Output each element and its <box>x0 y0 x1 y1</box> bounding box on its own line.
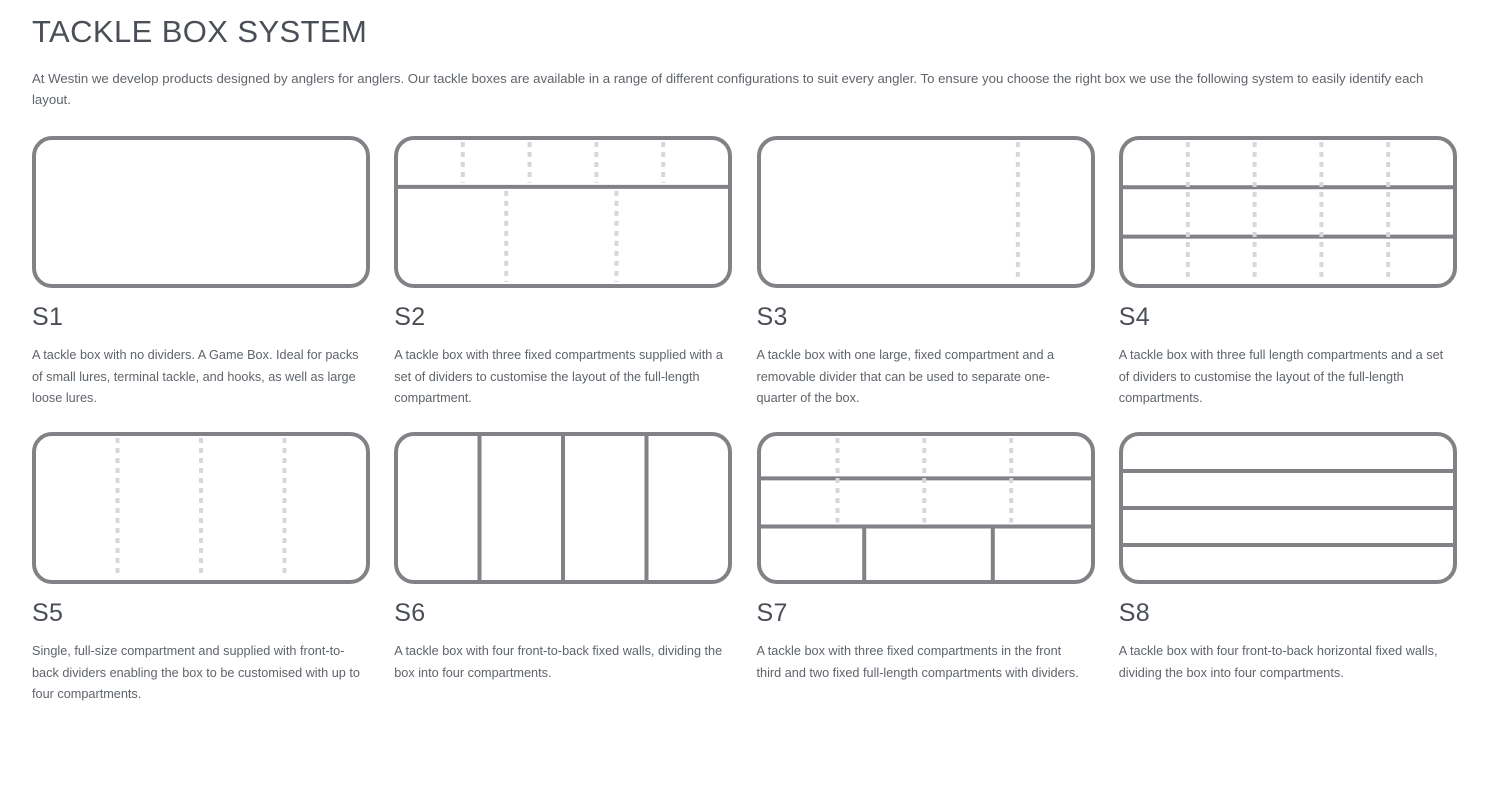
page-container: TACKLE BOX SYSTEM At Westin we develop p… <box>32 14 1460 706</box>
tackle-box-code-s6: S6 <box>394 598 426 627</box>
tackle-box-diagram-s4 <box>1118 135 1457 288</box>
tackle-box-card-s2: S2 A tackle box with three fixed compartm… <box>394 135 735 410</box>
tackle-box-diagram-s8 <box>1118 431 1457 584</box>
tackle-box-code-s5: S5 <box>32 598 64 627</box>
page-title: TACKLE BOX SYSTEM <box>32 14 368 49</box>
tackle-box-card-s6: S6 A tackle box with four front-to-back f… <box>394 431 735 706</box>
tackle-box-description-s6: A tackle box with four front-to-back fix… <box>394 644 723 680</box>
tackle-box-description-s3: A tackle box with one large, fixed compa… <box>756 348 1055 406</box>
tackle-box-diagram-s5 <box>32 431 370 584</box>
box-outline <box>756 135 1095 288</box>
tackle-box-description-s1: A tackle box with no dividers. A Game Bo… <box>32 348 359 406</box>
tackle-box-code-s3: S3 <box>756 302 788 331</box>
tackle-box-diagram-s1 <box>32 135 370 288</box>
tackle-box-card-s8: S8 A tackle box with four front-to-back h… <box>1118 431 1460 706</box>
tackle-box-grid-row-1: S1 A tackle box with no dividers. A Game … <box>32 135 1460 410</box>
box-outline <box>1118 135 1457 288</box>
tackle-box-description-s8: A tackle box with four front-to-back hor… <box>1118 644 1438 680</box>
tackle-box-description-s7: A tackle box with three fixed compartmen… <box>756 644 1079 680</box>
tackle-box-code-s7: S7 <box>756 598 788 627</box>
tackle-box-code-s8: S8 <box>1118 598 1150 627</box>
tackle-box-card-s1: S1 A tackle box with no dividers. A Game … <box>32 135 373 410</box>
tackle-box-diagram-s7 <box>756 431 1095 584</box>
tackle-box-description-s2: A tackle box with three fixed compartmen… <box>394 348 723 406</box>
intro-paragraph: At Westin we develop products designed b… <box>32 70 1424 107</box>
tackle-box-code-s2: S2 <box>394 302 426 331</box>
tackle-box-card-s4: S4 A tackle box with three full length co… <box>1118 135 1460 410</box>
tackle-box-description-s4: A tackle box with three full length comp… <box>1118 348 1444 406</box>
box-outline <box>32 135 370 288</box>
tackle-box-code-s1: S1 <box>32 302 64 331</box>
tackle-box-description-s5: Single, full-size compartment and suppli… <box>32 644 360 702</box>
tackle-box-diagram-s6 <box>394 431 733 584</box>
tackle-box-diagram-s2 <box>394 135 733 288</box>
box-outline <box>394 135 733 288</box>
tackle-box-code-s4: S4 <box>1118 302 1150 331</box>
tackle-box-card-s7: S7 A tackle box with three fixed compartm… <box>756 431 1098 706</box>
tackle-box-card-s3: S3 A tackle box with one large, fixed com… <box>756 135 1098 410</box>
tackle-box-diagram-s3 <box>756 135 1095 288</box>
